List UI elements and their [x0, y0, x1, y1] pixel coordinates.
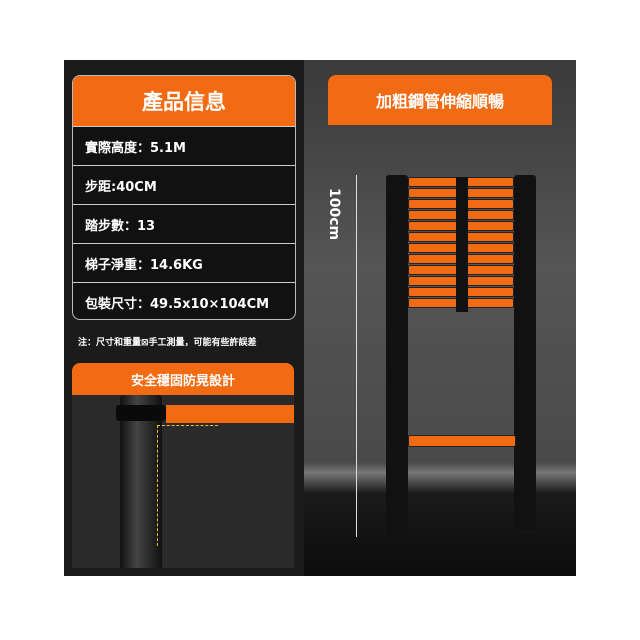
- spec-row: 踏步數：13: [73, 204, 295, 243]
- joint-detail-photo: [72, 395, 294, 568]
- spec-row: 步距:40CM: [73, 165, 295, 204]
- height-measure-line: [356, 175, 357, 537]
- ladder-photo: 加粗鋼管伸縮順暢 100cm: [304, 60, 576, 576]
- spec-row: 梯子淨重：14.6KG: [73, 243, 295, 282]
- height-measure-label: 100cm: [326, 188, 342, 241]
- measurement-note: 注：尺寸和重量⊠手工測量，可能有些許誤差: [78, 338, 257, 348]
- feature-title: 安全穩固防晃設計: [72, 363, 294, 395]
- info-panel: 產品信息 實際高度：5.1M 步距:40CM 踏步數：13 梯子淨重：14.6K…: [64, 60, 304, 576]
- spec-title: 產品信息: [73, 76, 295, 126]
- product-image: 產品信息 實際高度：5.1M 步距:40CM 踏步數：13 梯子淨重：14.6K…: [64, 60, 576, 576]
- feature-banner: 加粗鋼管伸縮順暢: [328, 75, 552, 125]
- spec-row: 包裝尺寸：49.5x10×104CM: [73, 282, 295, 319]
- spec-row: 實際高度：5.1M: [73, 126, 295, 165]
- spec-table: 產品信息 實際高度：5.1M 步距:40CM 踏步數：13 梯子淨重：14.6K…: [72, 75, 296, 320]
